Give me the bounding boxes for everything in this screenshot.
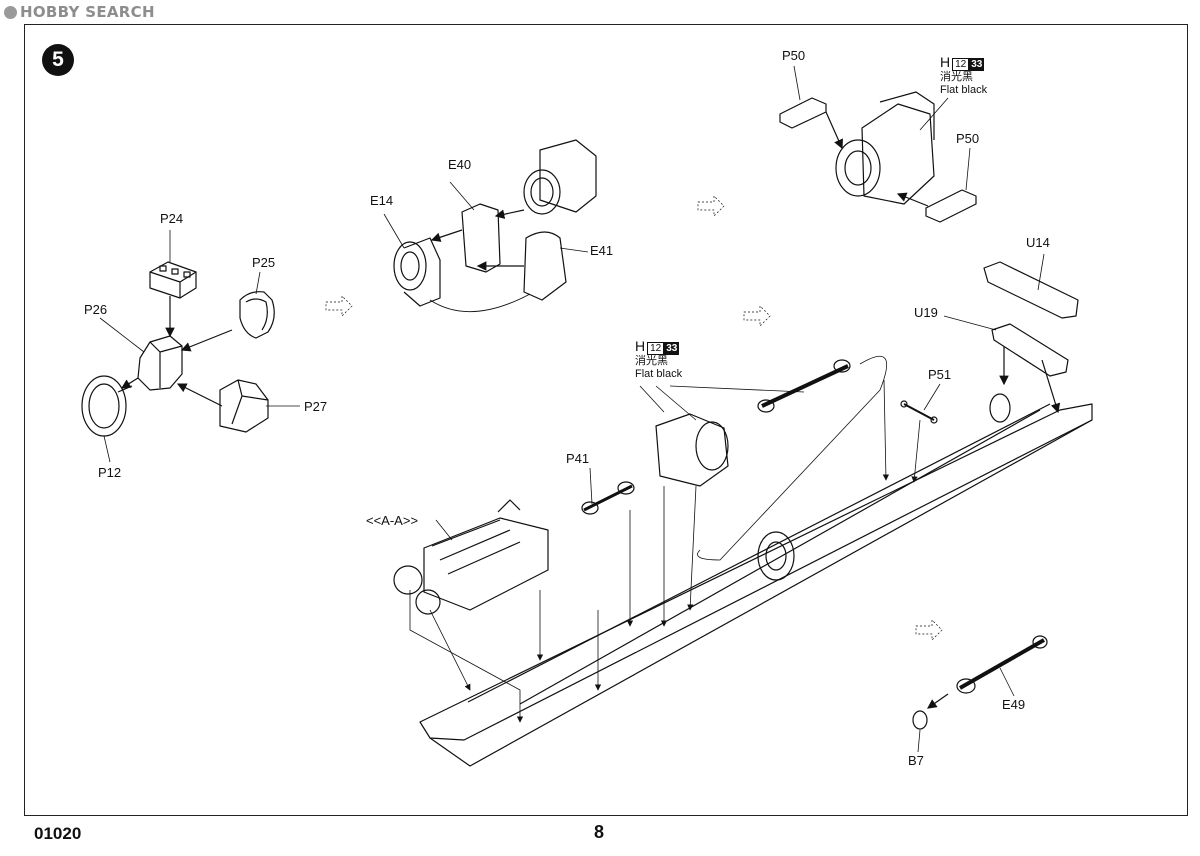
paint-top-cn: 消光黑 xyxy=(940,71,973,83)
gearbox-top-right xyxy=(835,91,935,205)
watermark-text: HOBBY SEARCH xyxy=(20,3,155,21)
part-p24-block xyxy=(149,261,197,299)
label-p41: P41 xyxy=(566,451,590,466)
part-e41-cover xyxy=(523,231,567,301)
paint-top-number: 33 xyxy=(969,58,985,71)
paint-top-h: H xyxy=(940,54,951,70)
label-p24: P24 xyxy=(160,211,184,226)
paint-top-code: 12 xyxy=(952,58,970,71)
paint-mid-cn: 消光黑 xyxy=(635,355,668,367)
part-p51-rod xyxy=(900,400,938,424)
step-number-badge: 5 xyxy=(42,44,74,76)
lower-stage-arrow xyxy=(915,619,943,641)
page-number: 8 xyxy=(594,822,605,842)
page-frame xyxy=(24,24,1188,816)
part-e49-shaft xyxy=(956,635,1048,694)
part-u14-plate xyxy=(983,261,1079,319)
left-stage-arrow xyxy=(325,295,353,317)
label-e40: E40 xyxy=(448,157,472,172)
label-e49: E49 xyxy=(1002,697,1026,712)
part-e40-bracket xyxy=(461,203,501,273)
label-p50-top: P50 xyxy=(782,48,806,63)
hull-chassis xyxy=(419,403,1093,767)
label-u19: U19 xyxy=(914,305,938,320)
label-e41: E41 xyxy=(590,243,614,258)
engine-v12 xyxy=(393,499,549,615)
paint-mid-h: H xyxy=(635,338,646,354)
part-p41-shaft xyxy=(581,481,635,515)
gearbox-top-center xyxy=(523,139,597,215)
paint-mid-code: 12 xyxy=(647,342,665,355)
label-p27: P27 xyxy=(304,399,328,414)
sprocket-wheel xyxy=(757,531,795,581)
hobby-search-watermark: HOBBY SEARCH xyxy=(4,3,155,21)
center-stage-arrow xyxy=(743,305,771,327)
label-e14: E14 xyxy=(370,193,394,208)
part-e14-flywheel xyxy=(393,237,441,307)
label-b7: B7 xyxy=(908,753,924,768)
label-u14: U14 xyxy=(1026,235,1050,250)
label-aa-view: <<A-A>> xyxy=(366,513,419,528)
paint-top-en: Flat black xyxy=(940,84,988,96)
label-p12: P12 xyxy=(98,465,122,480)
part-p50-bar-top xyxy=(779,97,827,129)
paint-mid-number: 33 xyxy=(664,342,680,355)
part-p25-cover xyxy=(239,291,275,339)
idler-hull-right xyxy=(989,393,1011,423)
part-b7-flange xyxy=(912,710,928,730)
label-p50-right: P50 xyxy=(956,131,980,146)
part-p26-housing xyxy=(137,335,183,391)
part-u19-plate xyxy=(991,323,1069,377)
part-p12-gear-ring xyxy=(81,375,127,437)
label-p51: P51 xyxy=(928,367,952,382)
hobby-search-logo-icon xyxy=(4,6,17,19)
driveshaft-top xyxy=(757,359,851,413)
kit-number: 01020 xyxy=(34,824,82,843)
label-p25: P25 xyxy=(252,255,276,270)
label-p26: P26 xyxy=(84,302,108,317)
part-p27-housing xyxy=(219,379,269,433)
top-stage-arrow xyxy=(697,195,725,217)
part-p50-bar-right xyxy=(925,189,977,223)
gearbox-center xyxy=(655,413,729,487)
paint-mid-en: Flat black xyxy=(635,368,683,380)
